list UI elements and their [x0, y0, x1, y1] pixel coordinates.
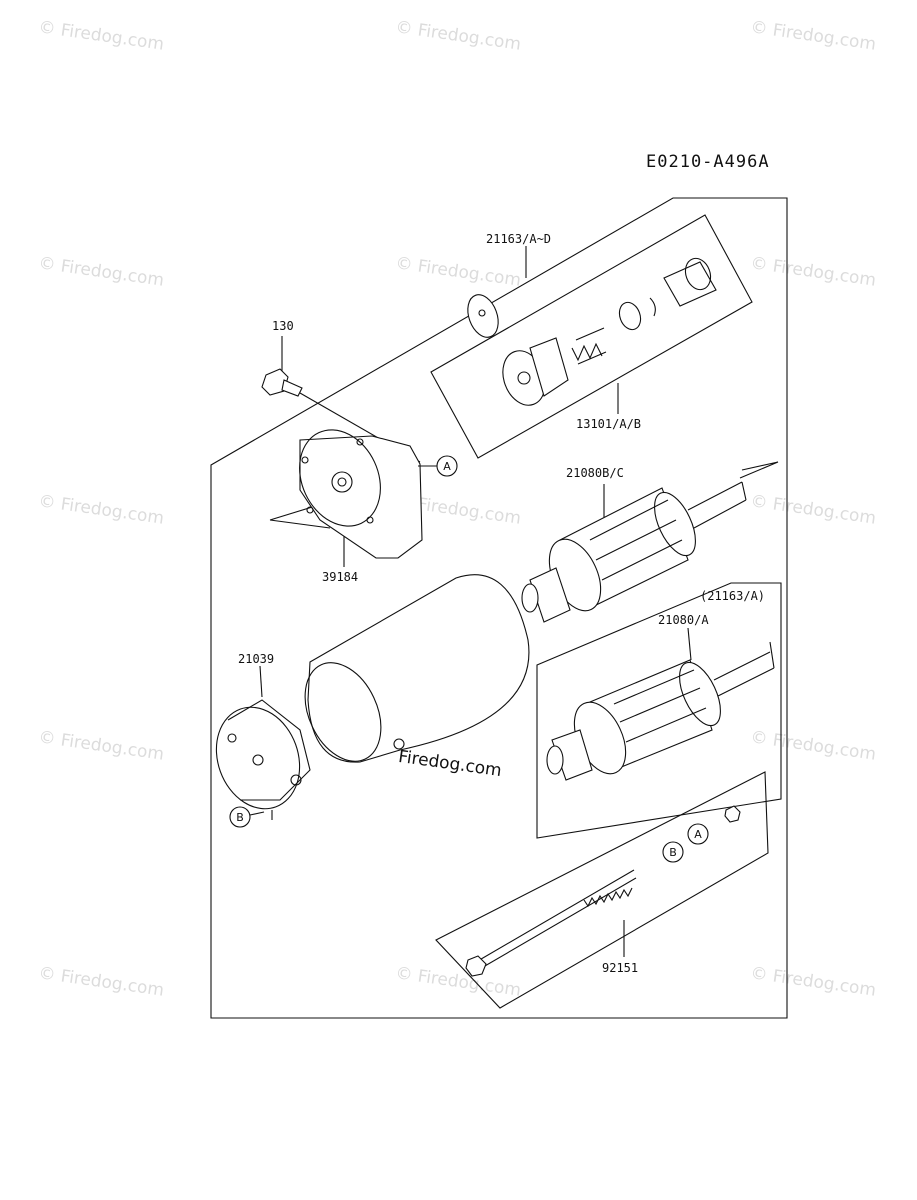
part-label-92151: 92151: [602, 961, 639, 975]
callout-b: B: [236, 811, 244, 824]
group-box-21163: [430, 214, 753, 459]
end-bracket: [299, 435, 423, 559]
armature-21080bc: [521, 481, 747, 623]
group-box-21163a: [536, 582, 782, 839]
spring: [571, 342, 603, 362]
callout-a: A: [443, 460, 451, 473]
part-label-130: 130: [272, 319, 294, 333]
collar: [618, 301, 642, 331]
part-label-21039: 21039: [238, 652, 275, 666]
part-label-13101: 13101/A/B: [576, 417, 642, 431]
part-label-39184: 39184: [322, 570, 359, 584]
callout-b: B: [669, 846, 677, 859]
diagram-code: E0210-A496A: [646, 152, 770, 172]
yoke-housing: [307, 574, 530, 763]
part-label-21163: 21163/A~D: [486, 232, 552, 246]
group-box-92151: [435, 771, 769, 1009]
callout-a: A: [694, 828, 702, 841]
brush-holder: [215, 699, 311, 820]
armature-21080a: [546, 641, 775, 781]
part-label-21080bc: 21080B/C: [566, 466, 624, 480]
part-label-21080a: 21080/A: [658, 613, 709, 627]
part-label-21163a: (21163/A): [700, 589, 766, 603]
main-frame: [210, 197, 788, 1019]
through-bolt: [465, 805, 741, 977]
